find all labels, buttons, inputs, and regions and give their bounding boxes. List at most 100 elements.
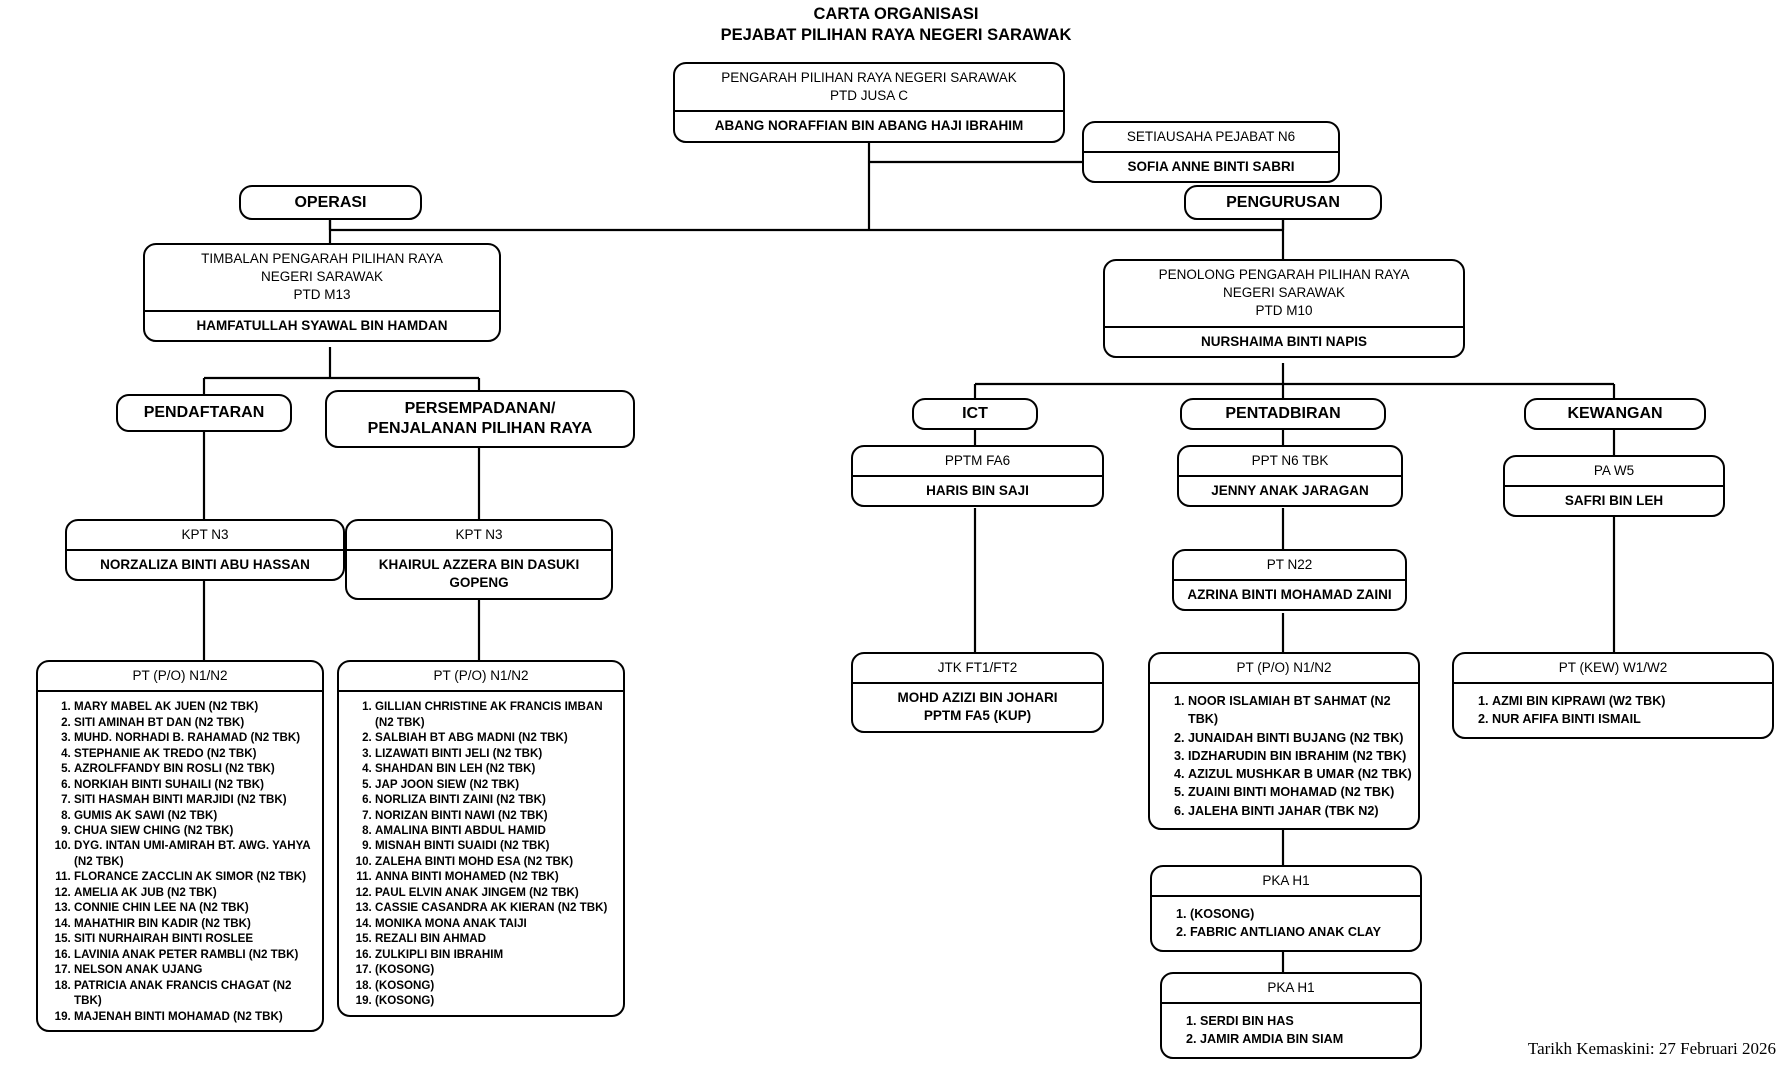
node-pentadbiran-label: PENTADBIRAN [1225,405,1341,422]
list-item: (KOSONG) [375,993,617,1008]
list-item: AMELIA AK JUB (N2 TBK) [74,885,316,900]
list-item: SHAHDAN BIN LEH (N2 TBK) [375,761,617,776]
list-pt-pendaftaran-header: PT (P/O) N1/N2 [132,668,228,683]
node-ppt-pentadbiran[interactable]: PPT N6 TBK JENNY ANAK JARAGAN [1177,445,1403,508]
node-kpt-persempadanan-name: KHAIRUL AZZERA BIN DASUKI GOPENG [347,549,611,597]
node-timbalan-pengarah-name: HAMFATULLAH SYAWAL BIN HAMDAN [145,309,499,340]
list-item: CONNIE CHIN LEE NA (N2 TBK) [74,900,316,915]
list-item: MARY MABEL AK JUEN (N2 TBK) [74,699,316,714]
list-item: ANNA BINTI MOHAMED (N2 TBK) [375,869,617,884]
list-pka-h1-a-header: PKA H1 [1262,873,1310,888]
node-pentadbiran[interactable]: PENTADBIRAN [1180,398,1386,430]
list-item: NOOR ISLAMIAH BT SAHMAT (N2 TBK) [1188,692,1412,729]
list-pt-persempadanan-body: GILLIAN CHRISTINE AK FRANCIS IMBAN (N2 T… [339,690,623,1014]
list-pka-h1-a[interactable]: PKA H1 (KOSONG)FABRIC ANTLIANO ANAK CLAY [1150,865,1422,952]
list-item: (KOSONG) [375,978,617,993]
page-title: CARTA ORGANISASI PEJABAT PILIHAN RAYA NE… [720,5,1072,45]
node-ppt-pentadbiran-title: PPT N6 TBK [1251,453,1329,468]
list-item: GUMIS AK SAWI (N2 TBK) [74,808,316,823]
list-item: NORLIZA BINTI ZAINI (N2 TBK) [375,792,617,807]
node-ict[interactable]: ICT [912,398,1038,430]
node-persempadanan-label: PERSEMPADANAN/ PENJALANAN PILIHAN RAYA [367,400,593,437]
list-item: NELSON ANAK UJANG [74,962,316,977]
node-operasi-label: OPERASI [294,193,367,211]
list-pt-pentadbiran-items: NOOR ISLAMIAH BT SAHMAT (N2 TBK)JUNAIDAH… [1162,692,1412,820]
node-pengarah[interactable]: PENGARAH PILIHAN RAYA NEGERI SARAWAK PTD… [673,62,1065,143]
list-item: MISNAH BINTI SUAIDI (N2 TBK) [375,838,617,853]
node-pendaftaran-label: PENDAFTARAN [143,404,265,421]
list-item: JALEHA BINTI JAHAR (TBK N2) [1188,802,1412,820]
node-pptm-ict-title: PPTM FA6 [944,453,1011,468]
node-pt-n22-title: PT N22 [1266,557,1313,572]
list-pt-pendaftaran-items: MARY MABEL AK JUEN (N2 TBK)SITI AMINAH B… [48,699,316,1024]
node-kewangan-label: KEWANGAN [1567,405,1663,422]
node-kewangan[interactable]: KEWANGAN [1524,398,1706,430]
node-kpt-pendaftaran-title: KPT N3 [181,527,229,542]
list-item: GILLIAN CHRISTINE AK FRANCIS IMBAN (N2 T… [375,699,617,730]
node-pendaftaran[interactable]: PENDAFTARAN [116,394,292,432]
list-item: CASSIE CASANDRA AK KIERAN (N2 TBK) [375,900,617,915]
node-penolong-pengarah-name: NURSHAIMA BINTI NAPIS [1105,325,1463,356]
node-setiausaha-title: SETIAUSAHA PEJABAT N6 [1126,129,1296,144]
node-penolong-pengarah[interactable]: PENOLONG PENGARAH PILIHAN RAYA NEGERI SA… [1103,259,1465,358]
list-pt-pentadbiran[interactable]: PT (P/O) N1/N2 NOOR ISLAMIAH BT SAHMAT (… [1148,652,1420,830]
list-pka-h1-b-header: PKA H1 [1267,980,1315,995]
list-item: NORIZAN BINTI NAWI (N2 TBK) [375,808,617,823]
list-item: SITI AMINAH BT DAN (N2 TBK) [74,715,316,730]
node-operasi[interactable]: OPERASI [239,185,422,220]
list-item: SITI HASMAH BINTI MARJIDI (N2 TBK) [74,792,316,807]
list-pt-persempadanan-header: PT (P/O) N1/N2 [433,668,529,683]
list-item: (KOSONG) [1190,905,1414,923]
list-item: MONIKA MONA ANAK TAIJI [375,916,617,931]
list-pt-pendaftaran[interactable]: PT (P/O) N1/N2 MARY MABEL AK JUEN (N2 TB… [36,660,324,1033]
node-pt-n22[interactable]: PT N22 AZRINA BINTI MOHAMAD ZAINI [1172,549,1407,612]
list-pt-kewangan-body: AZMI BIN KIPRAWI (W2 TBK)NUR AFIFA BINTI… [1454,682,1772,737]
list-pt-pentadbiran-body: NOOR ISLAMIAH BT SAHMAT (N2 TBK)JUNAIDAH… [1150,682,1418,828]
list-item: ZUAINI BINTI MOHAMAD (N2 TBK) [1188,783,1412,801]
list-item: (KOSONG) [375,962,617,977]
node-setiausaha-name: SOFIA ANNE BINTI SABRI [1084,151,1338,181]
node-timbalan-pengarah[interactable]: TIMBALAN PENGARAH PILIHAN RAYA NEGERI SA… [143,243,501,342]
list-pka-h1-b-body: SERDI BIN HASJAMIR AMDIA BIN SIAM [1162,1002,1420,1057]
list-item: CHUA SIEW CHING (N2 TBK) [74,823,316,838]
list-item: SITI NURHAIRAH BINTI ROSLEE [74,931,316,946]
list-item: FABRIC ANTLIANO ANAK CLAY [1190,923,1414,941]
list-item: STEPHANIE AK TREDO (N2 TBK) [74,746,316,761]
node-ppt-pentadbiran-name: JENNY ANAK JARAGAN [1179,475,1401,505]
node-pptm-ict[interactable]: PPTM FA6 HARIS BIN SAJI [851,445,1104,508]
node-pa-kewangan[interactable]: PA W5 SAFRI BIN LEH [1503,455,1725,518]
list-item: LIZAWATI BINTI JELI (N2 TBK) [375,746,617,761]
node-ict-label: ICT [962,405,988,422]
list-pt-persempadanan[interactable]: PT (P/O) N1/N2 GILLIAN CHRISTINE AK FRAN… [337,660,625,1017]
list-pka-h1-a-items: (KOSONG)FABRIC ANTLIANO ANAK CLAY [1164,905,1414,942]
list-pka-h1-a-body: (KOSONG)FABRIC ANTLIANO ANAK CLAY [1152,895,1420,950]
list-item: MAHATHIR BIN KADIR (N2 TBK) [74,916,316,931]
list-pka-h1-b[interactable]: PKA H1 SERDI BIN HASJAMIR AMDIA BIN SIAM [1160,972,1422,1059]
node-jtk-ict-name: MOHD AZIZI BIN JOHARI PPTM FA5 (KUP) [853,682,1102,730]
node-pengurusan-label: PENGURUSAN [1226,193,1340,211]
list-item: MUHD. NORHADI B. RAHAMAD (N2 TBK) [74,730,316,745]
node-pengarah-title: PENGARAH PILIHAN RAYA NEGERI SARAWAK PTD… [721,70,1017,104]
node-pptm-ict-name: HARIS BIN SAJI [853,475,1102,505]
node-kpt-pendaftaran[interactable]: KPT N3 NORZALIZA BINTI ABU HASSAN [65,519,345,582]
node-timbalan-pengarah-title: TIMBALAN PENGARAH PILIHAN RAYA NEGERI SA… [201,251,443,303]
list-item: PAUL ELVIN ANAK JINGEM (N2 TBK) [375,885,617,900]
node-pengurusan[interactable]: PENGURUSAN [1184,185,1382,220]
node-jtk-ict[interactable]: JTK FT1/FT2 MOHD AZIZI BIN JOHARI PPTM F… [851,652,1104,733]
node-kpt-persempadanan[interactable]: KPT N3 KHAIRUL AZZERA BIN DASUKI GOPENG [345,519,613,600]
list-item: AMALINA BINTI ABDUL HAMID [375,823,617,838]
node-kpt-pendaftaran-name: NORZALIZA BINTI ABU HASSAN [67,549,343,579]
node-persempadanan[interactable]: PERSEMPADANAN/ PENJALANAN PILIHAN RAYA [325,390,635,448]
list-item: AZIZUL MUSHKAR B UMAR (N2 TBK) [1188,765,1412,783]
list-item: MAJENAH BINTI MOHAMAD (N2 TBK) [74,1009,316,1024]
list-item: PATRICIA ANAK FRANCIS CHAGAT (N2 TBK) [74,978,316,1009]
node-setiausaha[interactable]: SETIAUSAHA PEJABAT N6 SOFIA ANNE BINTI S… [1082,121,1340,184]
list-pt-persempadanan-items: GILLIAN CHRISTINE AK FRANCIS IMBAN (N2 T… [349,699,617,1008]
list-item: AZMI BIN KIPRAWI (W2 TBK) [1492,692,1766,710]
list-pt-pentadbiran-header: PT (P/O) N1/N2 [1236,660,1332,675]
list-pt-kewangan-items: AZMI BIN KIPRAWI (W2 TBK)NUR AFIFA BINTI… [1466,692,1766,729]
node-pt-n22-name: AZRINA BINTI MOHAMAD ZAINI [1174,579,1405,609]
list-item: DYG. INTAN UMI-AMIRAH BT. AWG. YAHYA (N2… [74,838,316,869]
list-pt-kewangan[interactable]: PT (KEW) W1/W2 AZMI BIN KIPRAWI (W2 TBK)… [1452,652,1774,739]
